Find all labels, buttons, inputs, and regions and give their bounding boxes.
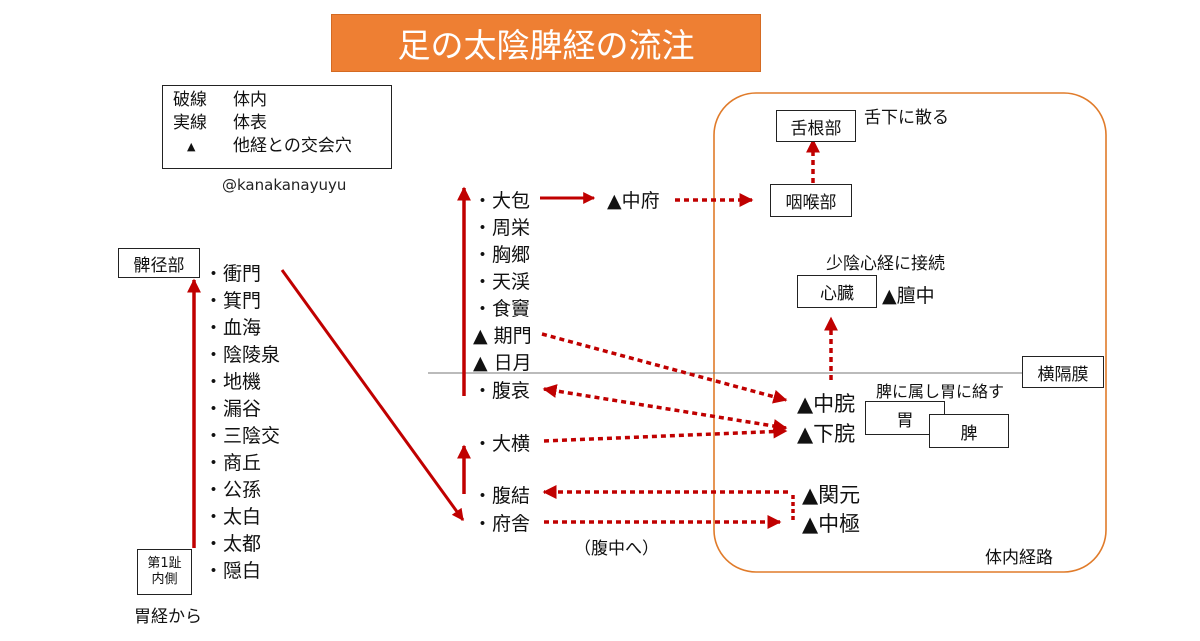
- point-kekkai: ・血海: [204, 317, 262, 339]
- page-title: 足の太陰脾経の流注: [331, 14, 761, 72]
- legend-dashed-key: 破線: [173, 90, 207, 110]
- point-chukyoku: ▲中極: [802, 512, 861, 536]
- throat-box: 咽喉部: [770, 184, 852, 217]
- start-box: 第1趾 内側: [137, 549, 192, 595]
- point-chufu: ▲中府: [607, 190, 660, 212]
- internal-route-region: [713, 92, 1107, 573]
- point-chukan: ▲中脘: [797, 392, 856, 416]
- point-taito: ・太都: [204, 533, 262, 555]
- fukuai-gekan-line: [542, 384, 788, 433]
- credit: @kanakanayuyu: [222, 176, 347, 194]
- legend-solid-value: 体表: [233, 113, 267, 133]
- point-fukketsu: ・腹結: [473, 485, 531, 507]
- point-shokyu: ・商丘: [204, 452, 262, 474]
- point-sanninko: ・三陰交: [204, 425, 281, 447]
- point-inryosen: ・陰陵泉: [204, 344, 281, 366]
- point-danchu: ▲膻中: [882, 285, 935, 307]
- diaphragm-box: 横隔膜: [1022, 356, 1104, 388]
- point-shokutoku: ・食竇: [473, 298, 531, 320]
- tongue-scatter-label: 舌下に散る: [864, 108, 949, 128]
- point-taiho: ・大包: [473, 190, 531, 212]
- shaoyin-connect-label: 少陰心経に接続: [826, 254, 945, 274]
- legend-dashed-value: 体内: [233, 90, 267, 110]
- qimen-to-chukan-line: [541, 332, 788, 404]
- daheng-to-gekan-line: [543, 424, 788, 443]
- legend-triangle-icon: ▲: [187, 140, 196, 153]
- from-stomach-meridian-label: 胃経から: [134, 607, 202, 627]
- point-rokoku: ・漏谷: [204, 398, 262, 420]
- legend-triangle-value: 他経との交会穴: [233, 136, 352, 156]
- point-kimon-liver: ▲ 期門: [473, 325, 532, 347]
- point-shuei: ・周栄: [473, 217, 531, 239]
- legend-solid-key: 実線: [173, 113, 207, 133]
- tongue-root-box: 舌根部: [776, 110, 856, 142]
- point-shomon: ・衝門: [204, 263, 262, 285]
- thigh-region-box: 髀径部: [118, 248, 200, 278]
- point-daio: ・大横: [473, 433, 531, 455]
- internal-route-label: 体内経路: [985, 548, 1053, 568]
- point-kyokyo: ・胸郷: [473, 244, 531, 266]
- point-tenkei: ・天渓: [473, 271, 531, 293]
- heart-box: 心臓: [797, 275, 877, 308]
- point-chiki: ・地機: [204, 371, 262, 393]
- point-taihaku: ・太白: [204, 506, 262, 528]
- spleen-box: 脾: [929, 414, 1009, 448]
- point-koson: ・公孫: [204, 479, 262, 501]
- thigh-to-abdomen-line: [280, 269, 465, 521]
- legend: 破線 体内 実線 体表 ▲ 他経との交会穴: [162, 85, 392, 169]
- point-fusha: ・府舎: [473, 513, 531, 535]
- point-fukuai: ・腹哀: [473, 380, 531, 402]
- point-inpaku: ・隠白: [204, 560, 262, 582]
- point-jitsugetsu: ▲ 日月: [473, 352, 532, 374]
- point-kimon: ・箕門: [204, 290, 262, 312]
- abdomen-inner-label: （腹中へ）: [574, 539, 659, 559]
- point-gekan: ▲下脘: [797, 422, 856, 446]
- point-kangen: ▲関元: [802, 483, 861, 507]
- spleen-stomach-label: 脾に属し胃に絡す: [876, 382, 1005, 401]
